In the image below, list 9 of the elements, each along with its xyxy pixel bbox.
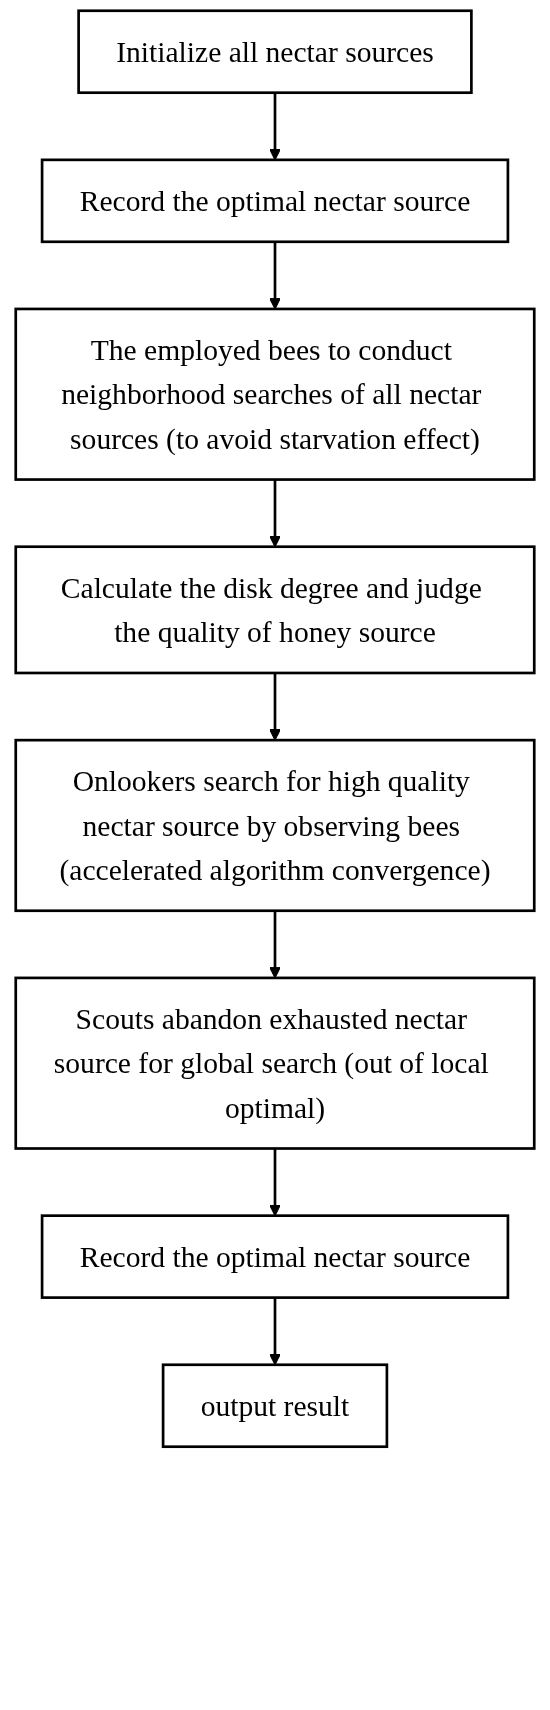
node-box: Calculate the disk degree and judge the quality of honey source bbox=[14, 545, 536, 675]
node-box: Scouts abandon exhausted nectar source for global search (out of local optimal) bbox=[14, 976, 536, 1150]
node-box: Initialize all nectar sources bbox=[77, 9, 473, 95]
node-box: Onlookers search for high quality nectar source by observing bees (accelerated algorithm convergence) bbox=[14, 738, 536, 913]
node-box: Record the optimal nectar source bbox=[40, 158, 510, 244]
node-box: Record the optimal nectar source bbox=[40, 1214, 510, 1299]
arrow bbox=[269, 673, 281, 741]
node-box: output result bbox=[161, 1363, 389, 1449]
node-box: The employed bees to conduct neighborhood searches of all nectar sources (to avoid starvation effect) bbox=[14, 307, 536, 481]
